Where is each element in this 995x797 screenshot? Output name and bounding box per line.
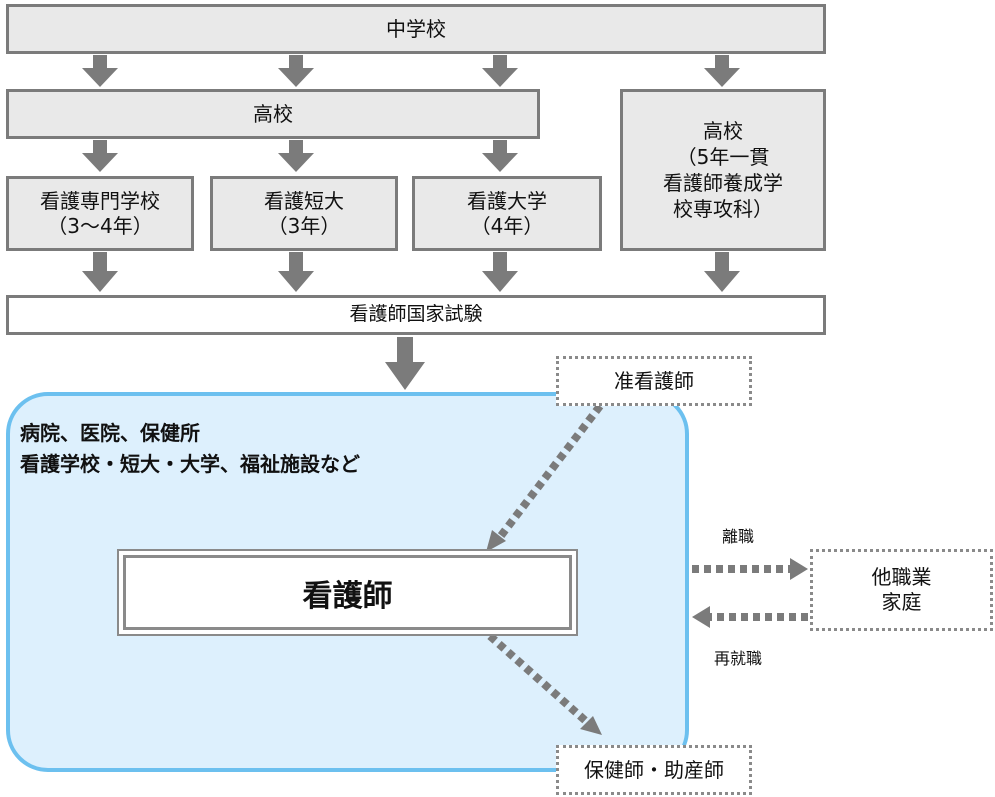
university-box: 看護大学 （4年） [412,176,602,251]
arrow-hs-to-college [278,140,314,172]
arrow-university-to-exam [482,252,518,292]
vocational-school-box: 看護専門学校 （3～4年） [6,176,194,251]
arrow-assistant-to-nurse-head [486,530,506,552]
university-line-1: 看護大学 [467,188,547,213]
other-job-line-2: 家庭 [881,590,922,614]
arrow-reemploy-head [692,606,710,628]
junior-college-line-1: 看護短大 [264,188,344,213]
nurse-box-inner: 看護師 [123,555,572,630]
arrow-nurse-to-publichealth-head [580,716,602,735]
public-health-midwife-label: 保健師・助産師 [584,757,724,782]
five-year-line-3: 看護師養成学 [663,171,783,195]
junior-high-box: 中学校 [6,4,826,54]
arrow-jhs-to-hs-3 [482,55,518,87]
five-year-line-2: （5年一貫 [676,145,770,169]
assistant-nurse-box: 准看護師 [556,356,752,406]
national-exam-label: 看護師国家試験 [349,303,483,326]
junior-high-label: 中学校 [386,16,446,41]
assistant-nurse-label: 准看護師 [614,368,694,393]
arrow-hs-to-university [482,140,518,172]
workplace-line-2: 看護学校・短大・大学、福祉施設など [20,452,360,476]
workplace-line-1: 病院、医院、保健所 [20,421,200,445]
high-school-label: 高校 [253,101,293,126]
arrow-exam-to-workplace [385,337,425,390]
workplace-description: 病院、医院、保健所 看護学校・短大・大学、福祉施設など [20,418,360,480]
arrow-hs-to-vocational [82,140,118,172]
junior-college-box: 看護短大 （3年） [210,176,398,251]
leave-job-label: 離職 [722,527,755,546]
arrow-jhs-to-5year [704,55,740,87]
public-health-midwife-box: 保健師・助産師 [556,745,752,795]
re-employment-label: 再就職 [714,649,763,668]
junior-college-line-2: （3年） [267,213,341,238]
other-job-home-box: 他職業 家庭 [810,549,993,631]
arrow-college-to-exam [278,252,314,292]
five-year-line-4: 校専攻科） [673,197,773,221]
nurse-box: 看護師 [117,549,578,636]
nurse-label: 看護師 [302,578,393,614]
arrow-nurse-to-publichealth-line [487,633,591,726]
arrow-5year-to-exam [704,252,740,292]
vocational-line-2: （3～4年） [47,213,153,238]
university-line-2: （4年） [470,213,544,238]
high-school-box: 高校 [6,89,540,139]
arrow-jhs-to-hs-2 [278,55,314,87]
five-year-program-box: 高校 （5年一貫 看護師養成学 校専攻科） [620,89,826,251]
national-exam-box: 看護師国家試験 [6,295,826,335]
arrow-leave-job-head [790,558,808,580]
arrow-assistant-to-nurse-line [496,403,604,540]
arrow-jhs-to-hs-1 [82,55,118,87]
other-job-line-1: 他職業 [871,565,932,589]
vocational-line-1: 看護専門学校 [40,188,160,213]
arrow-vocational-to-exam [82,252,118,292]
five-year-line-1: 高校 [703,119,743,143]
